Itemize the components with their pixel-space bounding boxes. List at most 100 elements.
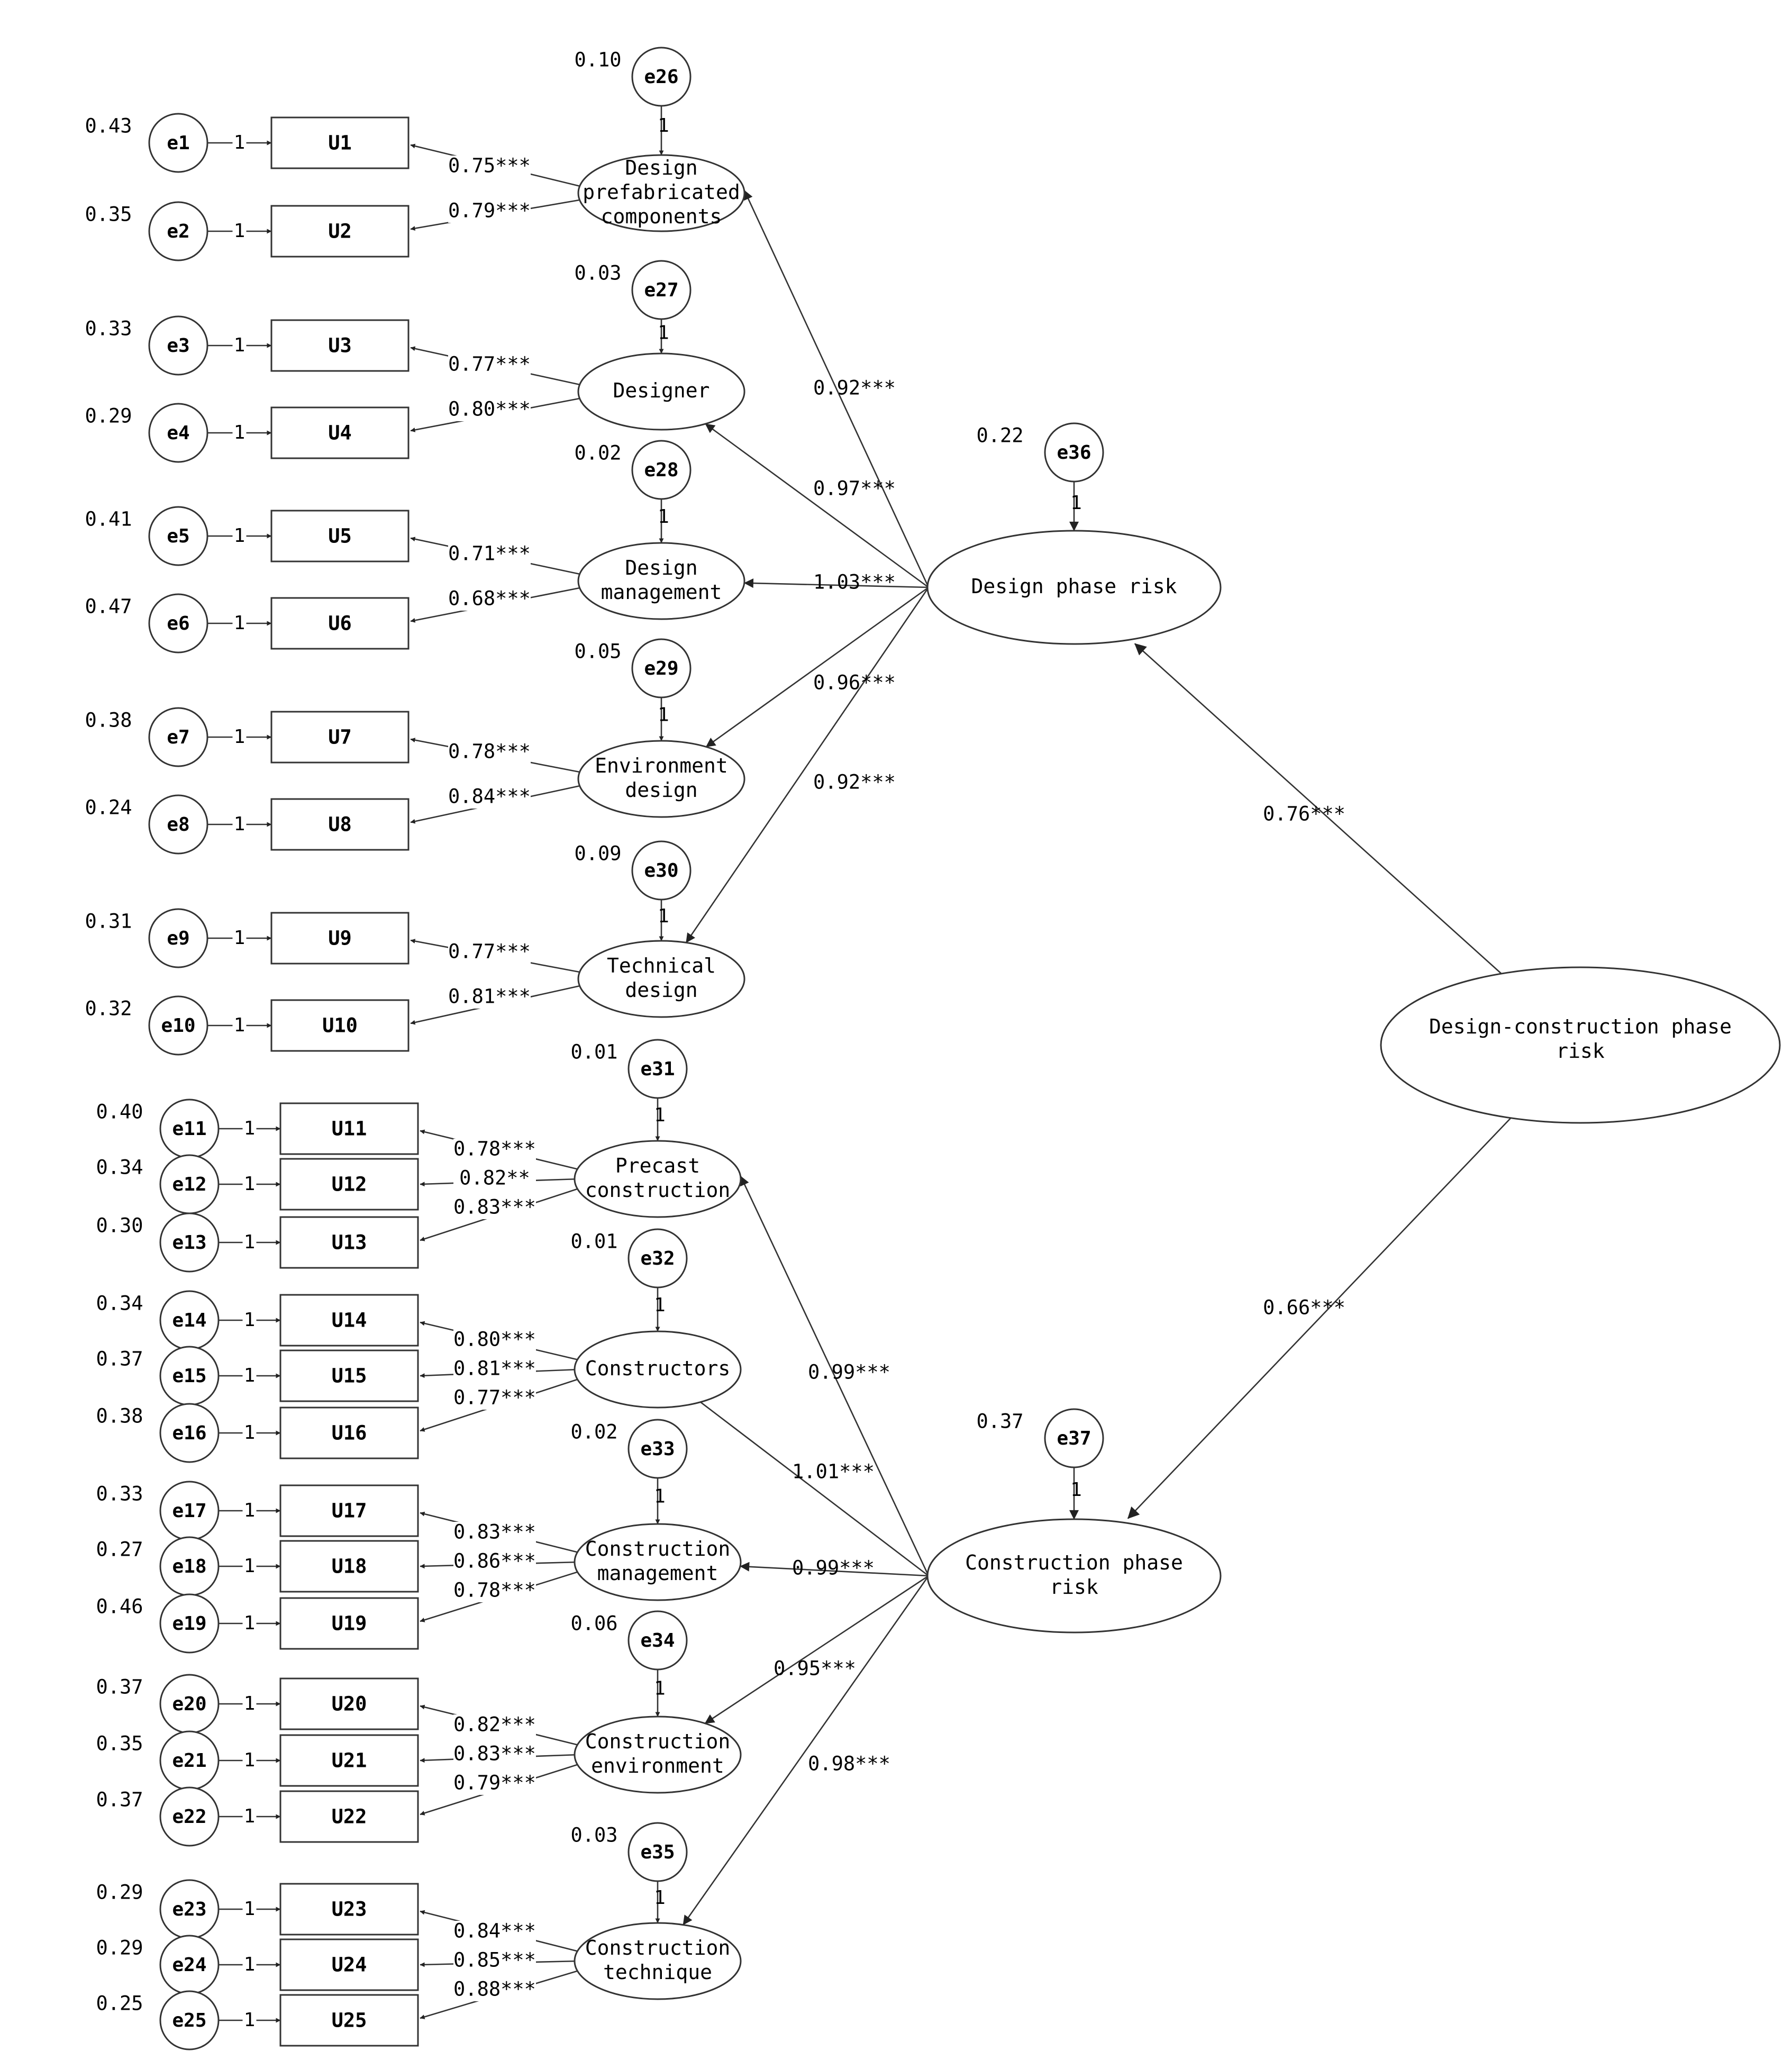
error-e17-label: e17 [172,1500,206,1522]
error-e5-fixed-label-bg [232,525,247,547]
path-design-to-designer [705,423,929,588]
path-construction-to-construction-environment [704,1575,929,1724]
disturbance-e36-label: e36 [1057,442,1091,464]
error-e8-fixed-label-bg [232,814,247,835]
indicator-u20-label: U20 [332,1693,367,1716]
disturbance-e26-fixed-label: 1 [658,115,669,137]
error-e8 [148,794,208,855]
indicator-u1 [270,116,410,169]
loading-u10-coef: 0.81*** [448,985,531,1008]
error-e14-fixed-label: 1 [244,1309,256,1331]
error-e24-label: e24 [172,1954,206,1976]
loading-u12-coef: 0.82** [459,1167,530,1190]
error-e10-fixed-label: 1 [234,1014,245,1036]
error-e11-variance: 0.40 [96,1101,143,1123]
path-top-to-design [1134,643,1502,974]
indicator-u3-label: U3 [328,334,352,357]
error-e14-label: e14 [172,1310,206,1331]
indicator-u1-label: U1 [328,132,352,155]
path-top-to-construction [1127,1117,1512,1519]
error-e18-label: e18 [172,1556,206,1577]
error-e9-variance: 0.31 [85,910,132,933]
error-e17-fixed-label-bg [242,1500,257,1521]
error-e18-fixed-label: 1 [244,1555,256,1577]
disturbance-e35-label: e35 [640,1841,675,1863]
disturbance-e33 [627,1419,688,1479]
error-e10-fixed-label-bg [232,1015,247,1036]
indicator-u7-label: U7 [328,726,352,749]
error-e2-label: e2 [167,221,189,242]
indicator-u15 [279,1349,419,1402]
disturbance-e29-variance: 0.05 [574,640,621,663]
error-e11-fixed-label-bg [242,1118,257,1139]
error-e7-variance: 0.38 [85,709,132,732]
loading-u11-coef-bg [453,1139,536,1161]
factor-designer [577,352,745,431]
indicator-u11-label: U11 [332,1118,367,1140]
error-e3 [148,315,208,376]
error-e23-label: e23 [172,1899,206,1920]
indicator-u23 [279,1883,419,1936]
loading-u15-coef-bg [453,1358,536,1381]
loading-u23-coef: 0.84*** [453,1920,536,1943]
disturbance-e29-fixed-label: 1 [658,704,669,725]
error-e6-fixed-label-bg [232,613,247,634]
loading-u6-coef-bg [448,588,531,611]
disturbance-e31-fixed-label: 1 [654,1104,666,1126]
disturbance-e28-fixed-label: 1 [658,506,669,528]
error-e16-fixed-label-bg [242,1422,257,1444]
indicator-u10 [270,999,410,1052]
error-e7 [148,707,208,767]
factor-design-management [577,542,745,620]
disturbance-e30-fixed-label: 1 [658,905,669,927]
path-design-to-environment-design [705,586,929,748]
indicator-u13 [279,1216,419,1269]
loading-u22-coef: 0.79*** [453,1772,536,1794]
loading-u6-coef: 0.68*** [448,587,531,610]
error-e11-fixed-label: 1 [244,1118,256,1139]
error-e15-label: e15 [172,1365,206,1387]
indicator-u4 [270,406,410,459]
error-e25-variance: 0.25 [96,1992,143,2015]
error-e1 [148,113,208,173]
loading-u9-coef-bg [448,941,531,964]
error-e2 [148,201,208,261]
disturbance-e34-fixed-label: 1 [654,1677,666,1699]
disturbance-e32-label: e32 [640,1248,675,1269]
path-design-to-design-management [743,578,929,588]
loading-u25-coef-bg [453,1979,536,2001]
disturbance-e27-fixed-label: 1 [658,322,669,343]
disturbance-e36 [1044,422,1104,483]
error-e9-fixed-label-bg [232,928,247,949]
error-e20-fixed-label-bg [242,1693,257,1714]
disturbance-e26 [631,47,692,107]
error-e13-fixed-label-bg [242,1232,257,1253]
error-e22-fixed-label: 1 [244,1805,256,1827]
disturbance-e27-label: e27 [644,279,678,301]
error-e24-fixed-label: 1 [244,1954,256,1975]
loading-u14-coef-bg [453,1329,536,1351]
error-e1-fixed-label: 1 [234,132,245,153]
disturbance-e31-variance: 0.01 [570,1041,617,1064]
error-e10-variance: 0.32 [85,997,132,1020]
error-e20-variance: 0.37 [96,1676,143,1699]
error-e5-fixed-label: 1 [234,525,245,547]
disturbance-e33-label: e33 [640,1438,675,1460]
loading-u21-coef: 0.83*** [453,1743,536,1765]
disturbance-e34 [627,1610,688,1671]
error-e6-variance: 0.47 [85,595,132,618]
path-construction-to-construction-management [740,1562,929,1577]
error-e22-fixed-label-bg [242,1806,257,1827]
disturbance-e30-variance: 0.09 [574,842,621,865]
disturbance-e34-label: e34 [640,1630,675,1651]
error-e12-label: e12 [172,1174,206,1195]
indicator-u13-label: U13 [332,1231,367,1254]
